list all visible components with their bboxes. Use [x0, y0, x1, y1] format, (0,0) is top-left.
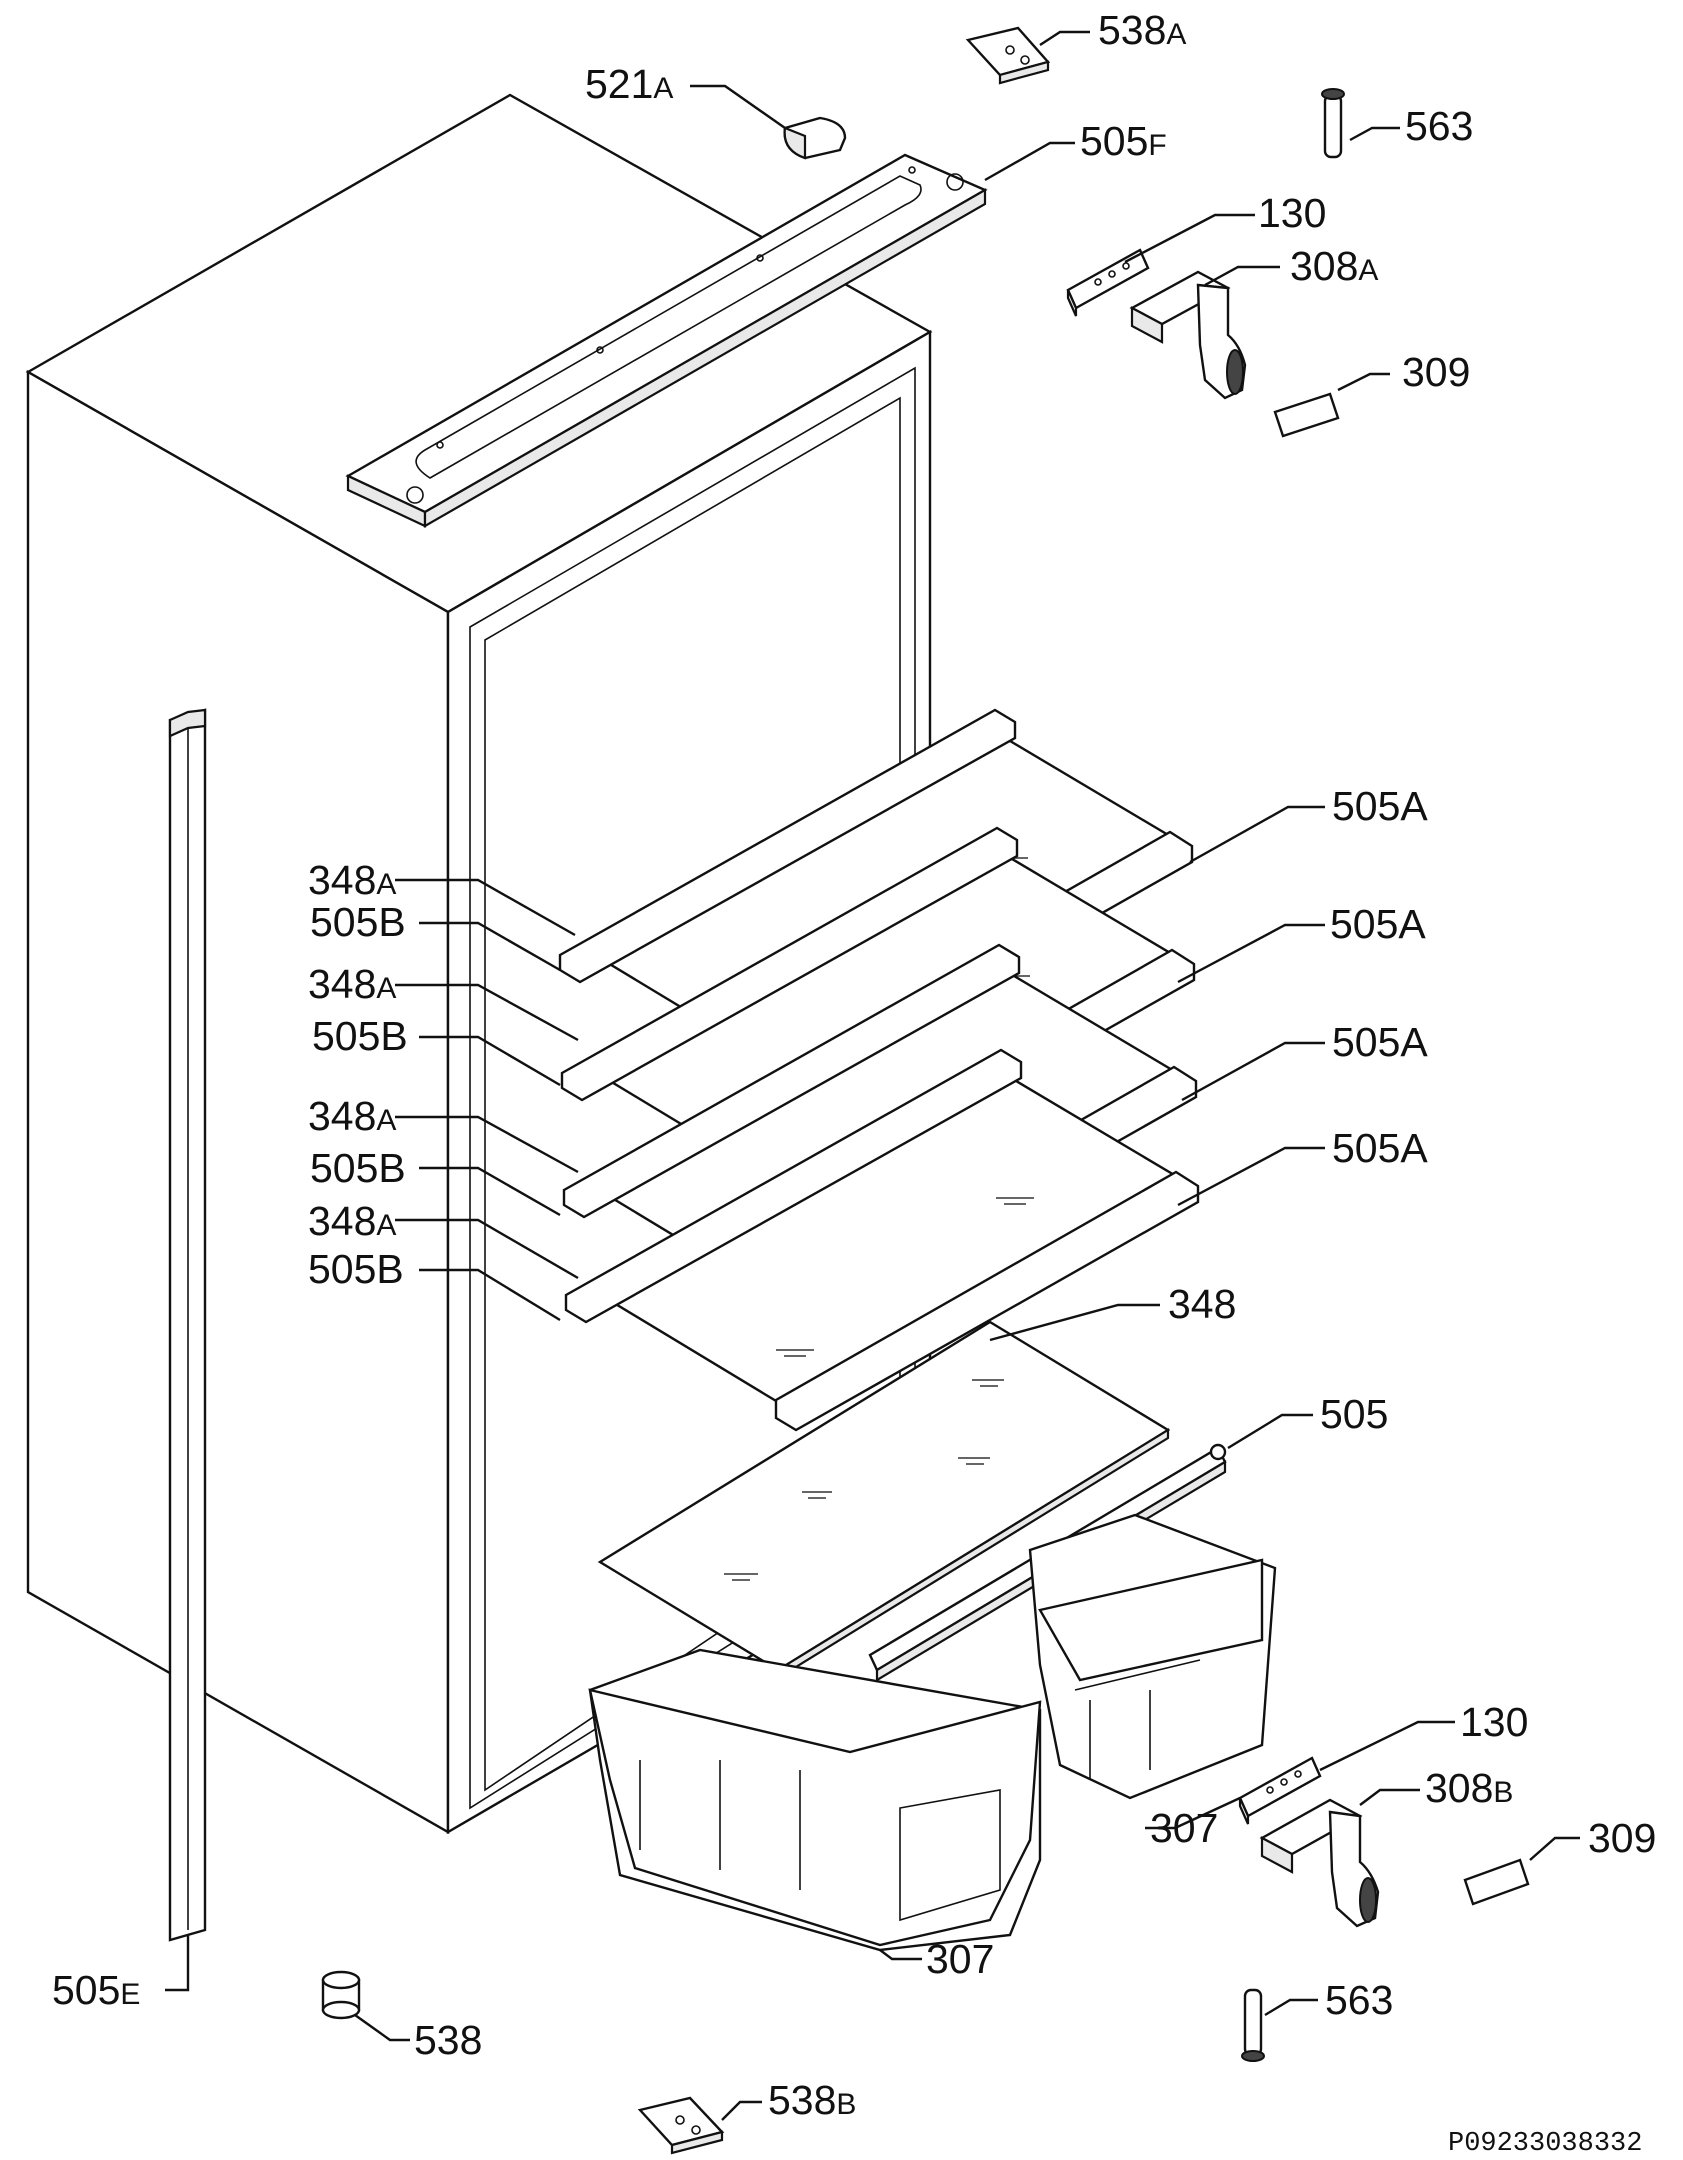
label-308b: 308B: [1425, 1765, 1513, 1811]
label-number: 307: [926, 1936, 994, 1982]
label-suffix: A: [376, 972, 396, 1005]
label-number: 505A: [1332, 1019, 1428, 1065]
label-number: 563: [1405, 103, 1473, 149]
label-number: 505B: [310, 899, 406, 945]
plate-309-bottom: [1463, 1858, 1530, 1906]
label-number: 505A: [1332, 783, 1428, 829]
pin-563-bottom: [1241, 1988, 1265, 2062]
label-505f: 505F: [1080, 118, 1167, 164]
label-suffix: E: [120, 1978, 140, 2011]
label-563-bottom: 563: [1325, 1977, 1393, 2023]
label-130-top: 130: [1258, 190, 1326, 236]
label-309-bottom: 309: [1588, 1815, 1656, 1861]
label-number: 505B: [308, 1246, 404, 1292]
label-number: 348: [308, 857, 376, 903]
label-number: 521: [585, 61, 653, 107]
label-suffix: A: [376, 868, 396, 901]
hinge-308a: [1129, 270, 1247, 400]
label-number: 308: [1290, 243, 1358, 289]
label-505: 505: [1320, 1391, 1388, 1437]
hinge-plate-130-bottom: [1238, 1756, 1322, 1825]
label-307-left: 307: [926, 1936, 994, 1982]
label-number: 538: [768, 2077, 836, 2123]
label-number: 563: [1325, 1977, 1393, 2023]
label-number: 505A: [1332, 1125, 1428, 1171]
label-number: 348: [308, 961, 376, 1007]
shelf-stack: [558, 708, 1200, 1432]
label-suffix: A: [1166, 18, 1186, 51]
label-505b-4: 505B: [308, 1246, 404, 1292]
label-309-top: 309: [1402, 349, 1470, 395]
label-505a-2: 505A: [1330, 901, 1426, 947]
label-suffix: A: [1358, 254, 1378, 287]
label-number: 309: [1588, 1815, 1656, 1861]
label-348a-4: 348A: [308, 1198, 396, 1244]
label-505b-2: 505B: [312, 1013, 408, 1059]
label-number: 538: [414, 2017, 482, 2063]
label-number: 308: [1425, 1765, 1493, 1811]
label-505a-1: 505A: [1332, 783, 1428, 829]
label-130-bottom: 130: [1460, 1699, 1528, 1745]
label-number: 505: [1080, 118, 1148, 164]
drawer-307-right: [1028, 1513, 1277, 1800]
label-number: 505: [1320, 1391, 1388, 1437]
hinge-308b: [1259, 1798, 1380, 1928]
label-number: 505B: [310, 1145, 406, 1191]
label-538b: 538B: [768, 2077, 856, 2123]
label-563-top: 563: [1405, 103, 1473, 149]
label-number: 505A: [1330, 901, 1426, 947]
plate-309-top: [1273, 392, 1340, 438]
label-suffix: A: [376, 1209, 396, 1242]
drawer-307-left: [588, 1648, 1042, 1952]
pin-563-top: [1321, 88, 1345, 159]
label-521a: 521A: [585, 61, 673, 107]
top-rail-505f: [345, 153, 988, 528]
label-number: 130: [1258, 190, 1326, 236]
label-number: 307: [1150, 1805, 1218, 1851]
leader-lines: [165, 30, 1580, 2121]
label-348a-1: 348A: [308, 857, 396, 903]
label-505b-1: 505B: [310, 899, 406, 945]
label-538a: 538A: [1098, 7, 1186, 53]
label-suffix: B: [1493, 1776, 1513, 1809]
label-505a-4: 505A: [1332, 1125, 1428, 1171]
label-number: 348: [1168, 1281, 1236, 1327]
label-number: 309: [1402, 349, 1470, 395]
label-suffix: A: [653, 72, 673, 105]
bracket-538a: [965, 26, 1051, 85]
label-number: 348: [308, 1198, 376, 1244]
label-number: 505: [52, 1967, 120, 2013]
label-505a-3: 505A: [1332, 1019, 1428, 1065]
label-538: 538: [414, 2017, 482, 2063]
label-308a: 308A: [1290, 243, 1378, 289]
hinge-plate-130-top: [1066, 248, 1150, 317]
label-suffix: A: [376, 1104, 396, 1137]
label-number: 348: [308, 1093, 376, 1139]
label-number: 505B: [312, 1013, 408, 1059]
label-505e: 505E: [52, 1967, 140, 2013]
label-307-right: 307: [1150, 1805, 1218, 1851]
label-number: 538: [1098, 7, 1166, 53]
glass-plate-348: [597, 1320, 1171, 1680]
label-348a-3: 348A: [308, 1093, 396, 1139]
foot-538: [321, 1970, 361, 2020]
drawing-code: P09233038332: [1448, 2129, 1642, 2159]
cap-521a: [783, 116, 847, 160]
label-suffix: B: [836, 2088, 856, 2121]
bracket-538b: [637, 2096, 725, 2155]
label-348: 348: [1168, 1281, 1236, 1327]
label-suffix: F: [1148, 129, 1166, 162]
shelf-4: [564, 1048, 1200, 1432]
vertical-strip-505e: [168, 708, 207, 1942]
label-number: 130: [1460, 1699, 1528, 1745]
label-505b-3: 505B: [310, 1145, 406, 1191]
part-labels: 538A521A563505F130308A309505A505A505A505…: [52, 7, 1656, 2123]
label-348a-2: 348A: [308, 961, 396, 1007]
